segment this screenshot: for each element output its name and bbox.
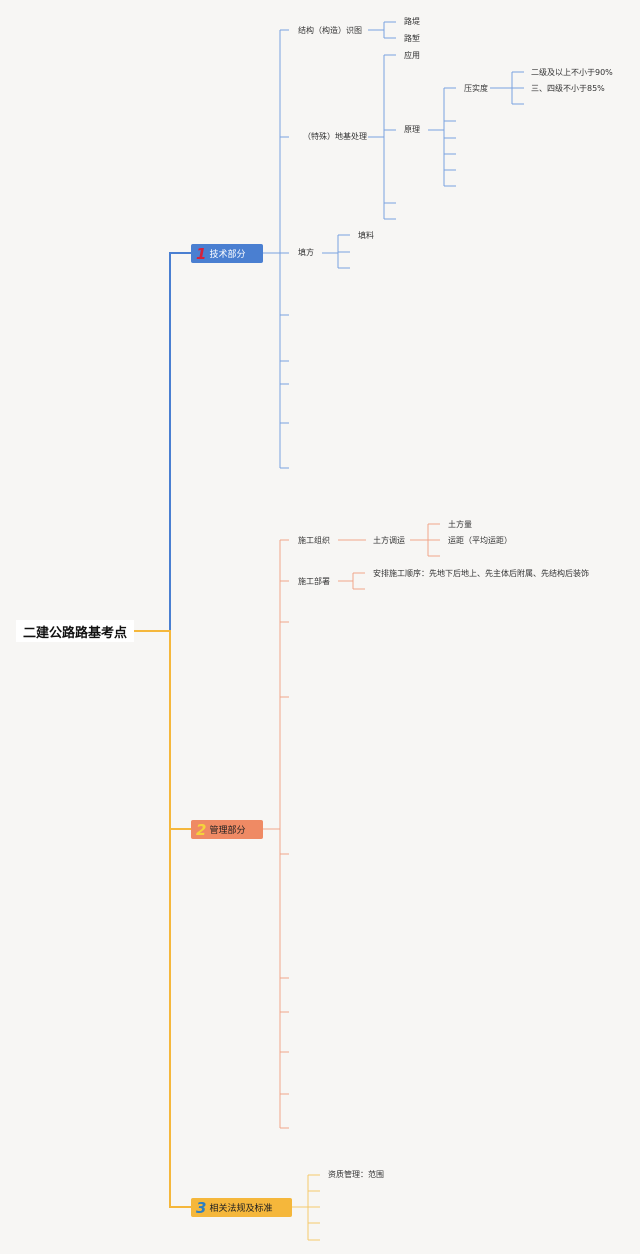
node-haul-distance[interactable]: 运距（平均运距） — [448, 536, 512, 545]
connector-branch-1 — [134, 252, 191, 632]
branch-technical[interactable]: 1 技术部分 — [191, 244, 263, 263]
node-earth-volume[interactable]: 土方量 — [448, 520, 472, 529]
node-organization[interactable]: 施工组织 — [298, 536, 330, 545]
node-application[interactable]: 应用 — [404, 51, 420, 60]
node-qualification[interactable]: 资质管理：范围 — [328, 1170, 384, 1179]
branch-label: 技术部分 — [209, 250, 246, 260]
connector-branch-2 — [134, 630, 191, 830]
branch-label: 相关法规及标准 — [209, 1204, 273, 1214]
connector-branch-3 — [134, 630, 191, 1208]
node-grade34[interactable]: 三、四级不小于85% — [531, 84, 605, 93]
node-cutting[interactable]: 路堑 — [404, 34, 420, 43]
node-structure[interactable]: 结构（构造）识图 — [298, 26, 362, 35]
branch-number: 3 — [196, 1198, 207, 1217]
branch-number: 2 — [196, 820, 207, 839]
branch-regulations[interactable]: 3 相关法规及标准 — [191, 1198, 292, 1217]
node-sequence[interactable]: 安排施工顺序：先地下后地上、先主体后附属、先结构后装饰 — [373, 569, 589, 578]
node-principle[interactable]: 原理 — [404, 125, 420, 134]
node-grade2[interactable]: 二级及以上不小于90% — [531, 68, 613, 77]
branch-management[interactable]: 2 管理部分 — [191, 820, 263, 839]
node-earthwork[interactable]: 土方调运 — [373, 536, 405, 545]
root-topic[interactable]: 二建公路路基考点 — [16, 620, 134, 642]
node-deployment[interactable]: 施工部署 — [298, 577, 330, 586]
branch-number: 1 — [196, 244, 207, 263]
node-compaction[interactable]: 压实度 — [464, 84, 488, 93]
node-fill-material[interactable]: 填料 — [358, 231, 374, 240]
node-foundation[interactable]: （特殊）地基处理 — [303, 132, 367, 141]
node-fill[interactable]: 填方 — [298, 248, 314, 257]
branch-label: 管理部分 — [209, 826, 246, 836]
node-embankment[interactable]: 路堤 — [404, 17, 420, 26]
